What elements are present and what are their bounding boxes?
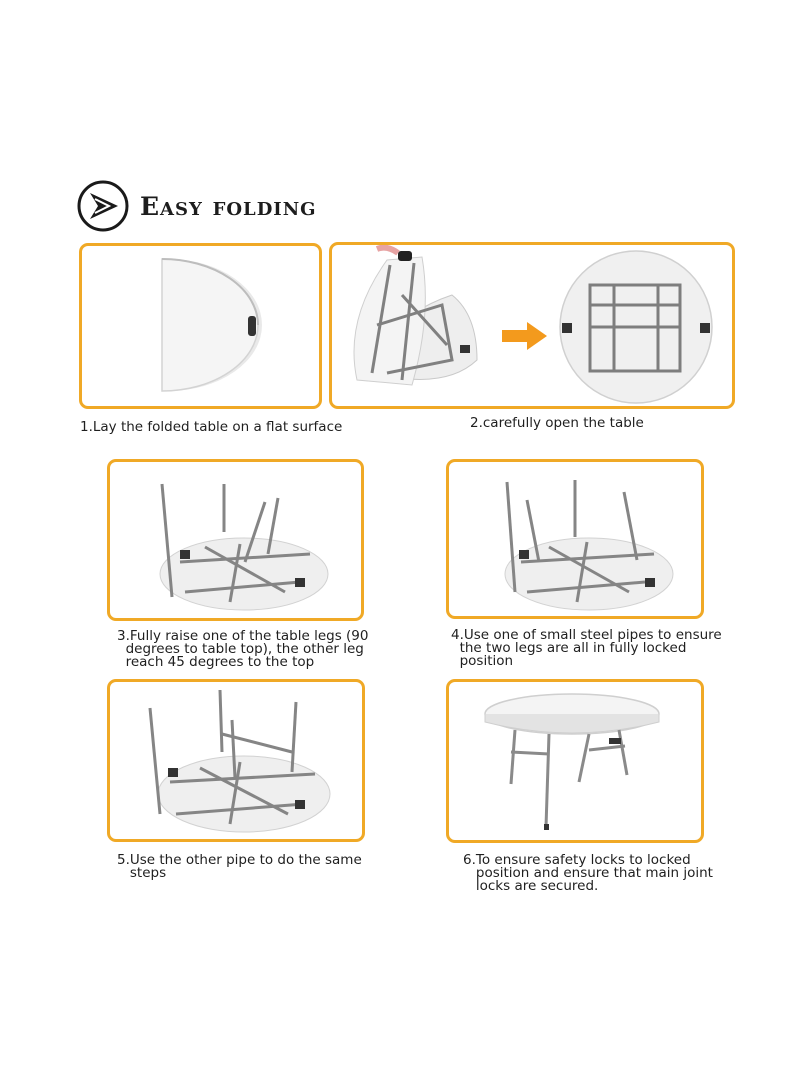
assembled-table-illustration <box>484 693 660 830</box>
raising-leg-illustration <box>159 483 329 611</box>
step-6-image-panel <box>446 679 704 843</box>
opening-table-illustration <box>353 245 713 404</box>
step-4-image-panel <box>446 459 704 619</box>
step-1-image-panel <box>79 243 322 409</box>
step-3-image-panel <box>107 459 364 621</box>
step-4-caption: 4.Use one of small steel pipes to ensure… <box>451 627 722 669</box>
locking-legs-illustration <box>504 480 674 611</box>
folded-half-table-illustration <box>161 258 262 392</box>
page-title: Easy folding <box>140 191 317 221</box>
step-2-image-panel <box>329 242 735 409</box>
step-3-caption: 3.Fully raise one of the table legs (90 … <box>117 628 369 670</box>
step-5-caption: 5.Use the other pipe to do the same step… <box>117 852 362 881</box>
second-pipe-illustration <box>148 689 331 833</box>
step-1-caption: 1.Lay the folded table on a flat surface <box>80 419 343 435</box>
step-5-image-panel <box>107 679 365 842</box>
step-6-caption: 6.To ensure safety locks to locked posit… <box>463 852 713 894</box>
step-2-caption: 2.carefully open the table <box>470 415 644 431</box>
arrow-right-icon <box>502 322 547 350</box>
arrow-chevron-circle-icon <box>77 180 129 232</box>
section-header: Easy folding <box>76 178 317 234</box>
